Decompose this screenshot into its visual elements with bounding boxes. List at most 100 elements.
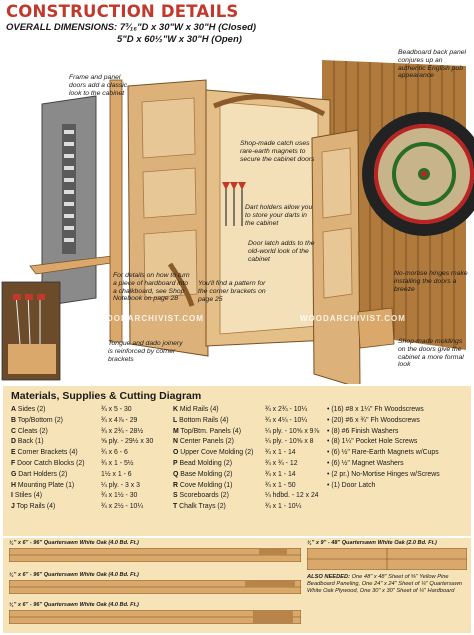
note-chalkboard: For details on how to turn a piece of ha… — [113, 272, 190, 303]
note-beadboard: Beadboard back panel conjures up an auth… — [398, 49, 467, 80]
material-dimension: ¾ x 2½ - 10¼ — [101, 503, 144, 511]
material-dimension: ¾ x 4⅞ - 29 — [101, 416, 138, 424]
materials-panel: Materials, Supplies & Cutting Diagram A … — [3, 386, 471, 536]
material-name: P Bead Molding (2) — [173, 459, 232, 467]
material-dimension: ¾ x 1 - 5½ — [101, 459, 134, 467]
material-dimension: ¾ x 2¾ - 28½ — [101, 427, 144, 435]
dartboard-graphic — [362, 112, 474, 236]
supply-item: • (6) ½" Magnet Washers — [327, 459, 404, 467]
material-letter: A — [11, 406, 16, 413]
material-row: Q Base Molding (2) ¾ x 1 - 14 — [173, 471, 323, 482]
note-shop-catch: Shop-made catch uses rare-earth magnets … — [240, 140, 315, 163]
note-no-mortise: No-mortise hinges make installing the do… — [394, 270, 468, 293]
material-dimension: 1½ x 1 - 6 — [101, 470, 132, 478]
board-2-label: ¾" x 6" - 96" Quartersawn White Oak (4.0… — [9, 572, 139, 578]
supply-item: • (8) 1¼" Pocket Hole Screws — [327, 438, 418, 446]
cutting-diagram-panel: ¾" x 6" - 96" Quartersawn White Oak (4.0… — [3, 538, 471, 633]
overall-dimensions-closed: OVERALL DIMENSIONS: 7³⁄₁₆"D x 30"W x 30"… — [6, 22, 257, 33]
material-name: F Door Catch Blocks (2) — [11, 459, 85, 467]
also-needed-text: One 48" x 48" Sheet of ⅝" Yellow Pine Be… — [307, 574, 462, 594]
material-letter: M — [173, 427, 179, 435]
material-letter: P — [173, 459, 178, 467]
material-letter: C — [11, 427, 16, 435]
supply-item: • (2 pr.) No-Mortise Hinges w/Screws — [327, 470, 440, 478]
material-letter: G — [11, 470, 17, 478]
overall-dimensions-open: 5"D x 60½"W x 30"H (Open) — [117, 34, 242, 45]
material-letter: T — [173, 503, 178, 511]
board-1-label: ¾" x 6" - 96" Quartersawn White Oak (4.0… — [9, 540, 139, 546]
material-name: O Upper Cove Molding (2) — [173, 449, 254, 457]
note-tongue-dado: Tongue and dado joinery is reinforced by… — [108, 340, 183, 363]
board-2-diagram — [9, 580, 301, 594]
material-letter: R — [173, 481, 178, 489]
page-title: Construction Details — [6, 2, 239, 21]
material-dimension: ¾ x 1 - 10¼ — [265, 503, 302, 511]
material-letter: B — [11, 416, 16, 424]
material-dimension: ¾ x ¾ - 12 — [265, 459, 298, 467]
material-row: H Mounting Plate (1) ¼ ply. - 3 x 3 — [11, 482, 171, 493]
material-row: S Scoreboards (2)¼ hdbd. - 12 x 24 — [173, 492, 323, 503]
material-letter: K — [173, 406, 178, 413]
material-name: Q Base Molding (2) — [173, 470, 233, 478]
material-letter: H — [11, 481, 16, 489]
supplies-column: • (16) #8 x 1¼" Fh Woodscrews• (20) #6 x… — [327, 406, 469, 492]
material-dimension: ¾ x 5 - 30 — [101, 406, 132, 413]
material-name: G Dart Holders (2) — [11, 470, 68, 478]
material-row: D Back (1) ⅝ ply. - 29½ x 30 — [11, 438, 171, 449]
material-letter: J — [11, 503, 15, 511]
darts-graphic — [222, 182, 246, 226]
material-row: N Center Panels (2) ¼ ply. - 10⅝ x 8 — [173, 438, 323, 449]
material-row: B Top/Bottom (2) ¾ x 4⅞ - 29 — [11, 417, 171, 428]
material-letter: L — [173, 416, 178, 424]
watermark-left: WOODARCHIVIST.COM — [98, 314, 204, 323]
material-row: G Dart Holders (2) 1½ x 1 - 6 — [11, 471, 171, 482]
material-letter: S — [173, 492, 178, 500]
material-row: A Sides (2)¾ x 5 - 30 — [11, 406, 171, 417]
darts-inset-graphic — [1, 281, 61, 381]
material-dimension: ¾ x 1 - 50 — [265, 481, 296, 489]
material-name: D Back (1) — [11, 438, 44, 446]
material-row: J Top Rails (4) ¾ x 2½ - 10¼ — [11, 503, 171, 514]
also-needed-label: ALSO NEEDED: — [307, 574, 350, 580]
material-name: C Cleats (2) — [11, 427, 48, 435]
cabinet-drawing — [1, 60, 474, 389]
material-row: L Bottom Rails (4) ¾ x 4¼ - 10¼ — [173, 417, 323, 428]
supply-item: • (1) Door Latch — [327, 481, 376, 489]
board-3-diagram — [9, 610, 301, 624]
supply-item: • (6) ½" Rare-Earth Magnets w/Cups — [327, 449, 439, 457]
material-dimension: ⅝ ply. - 29½ x 30 — [101, 438, 154, 446]
material-dimension: ¾ x 1½ - 30 — [101, 492, 138, 500]
material-row: E Corner Brackets (4)¾ x 6 - 6 — [11, 449, 171, 460]
material-name: B Top/Bottom (2) — [11, 416, 63, 424]
supply-item: • (16) #8 x 1¼" Fh Woodscrews — [327, 406, 424, 413]
material-letter: N — [173, 438, 178, 446]
material-letter: F — [11, 459, 16, 467]
material-name: K Mid Rails (4) — [173, 406, 219, 413]
right-door-graphic — [311, 129, 395, 389]
material-dimension: ¼ ply. - 3 x 3 — [101, 481, 140, 489]
material-row: M Top/Btm. Panels (4)¼ ply. - 10⅝ x 9⅞ — [173, 428, 323, 439]
materials-column-2: K Mid Rails (4) ¾ x 2¾ - 10¼ L Bottom Rail… — [173, 406, 323, 514]
material-dimension: ¾ x 2¾ - 10¼ — [265, 406, 308, 413]
material-dimension: ¾ x 1 - 14 — [265, 470, 296, 478]
material-dimension: ¼ ply. - 10⅝ x 8 — [265, 438, 314, 446]
material-name: H Mounting Plate (1) — [11, 481, 75, 489]
note-moldings: Shop-made moldings on the doors give the… — [398, 338, 464, 369]
supply-item: • (8) #6 Finish Washers — [327, 427, 399, 435]
material-name: N Center Panels (2) — [173, 438, 234, 446]
material-row: K Mid Rails (4) ¾ x 2¾ - 10¼ — [173, 406, 323, 417]
material-row: P Bead Molding (2) ¾ x ¾ - 12 — [173, 460, 323, 471]
note-frame-doors: Frame and panel doors add a classic look… — [69, 74, 128, 97]
material-name: J Top Rails (4) — [11, 503, 56, 511]
material-name: R Cove Molding (1) — [173, 481, 233, 489]
material-letter: E — [11, 449, 16, 457]
material-row: R Cove Molding (1) ¾ x 1 - 50 — [173, 482, 323, 493]
material-name: L Bottom Rails (4) — [173, 416, 229, 424]
left-door-graphic — [109, 79, 209, 357]
note-pattern: You'll find a pattern for the corner bra… — [198, 280, 266, 303]
material-row: I Stiles (4)¾ x 1½ - 30 — [11, 492, 171, 503]
material-dimension: ¾ x 4¼ - 10¼ — [265, 416, 308, 424]
material-letter: D — [11, 438, 16, 446]
material-row: C Cleats (2) ¾ x 2¾ - 28½ — [11, 428, 171, 439]
